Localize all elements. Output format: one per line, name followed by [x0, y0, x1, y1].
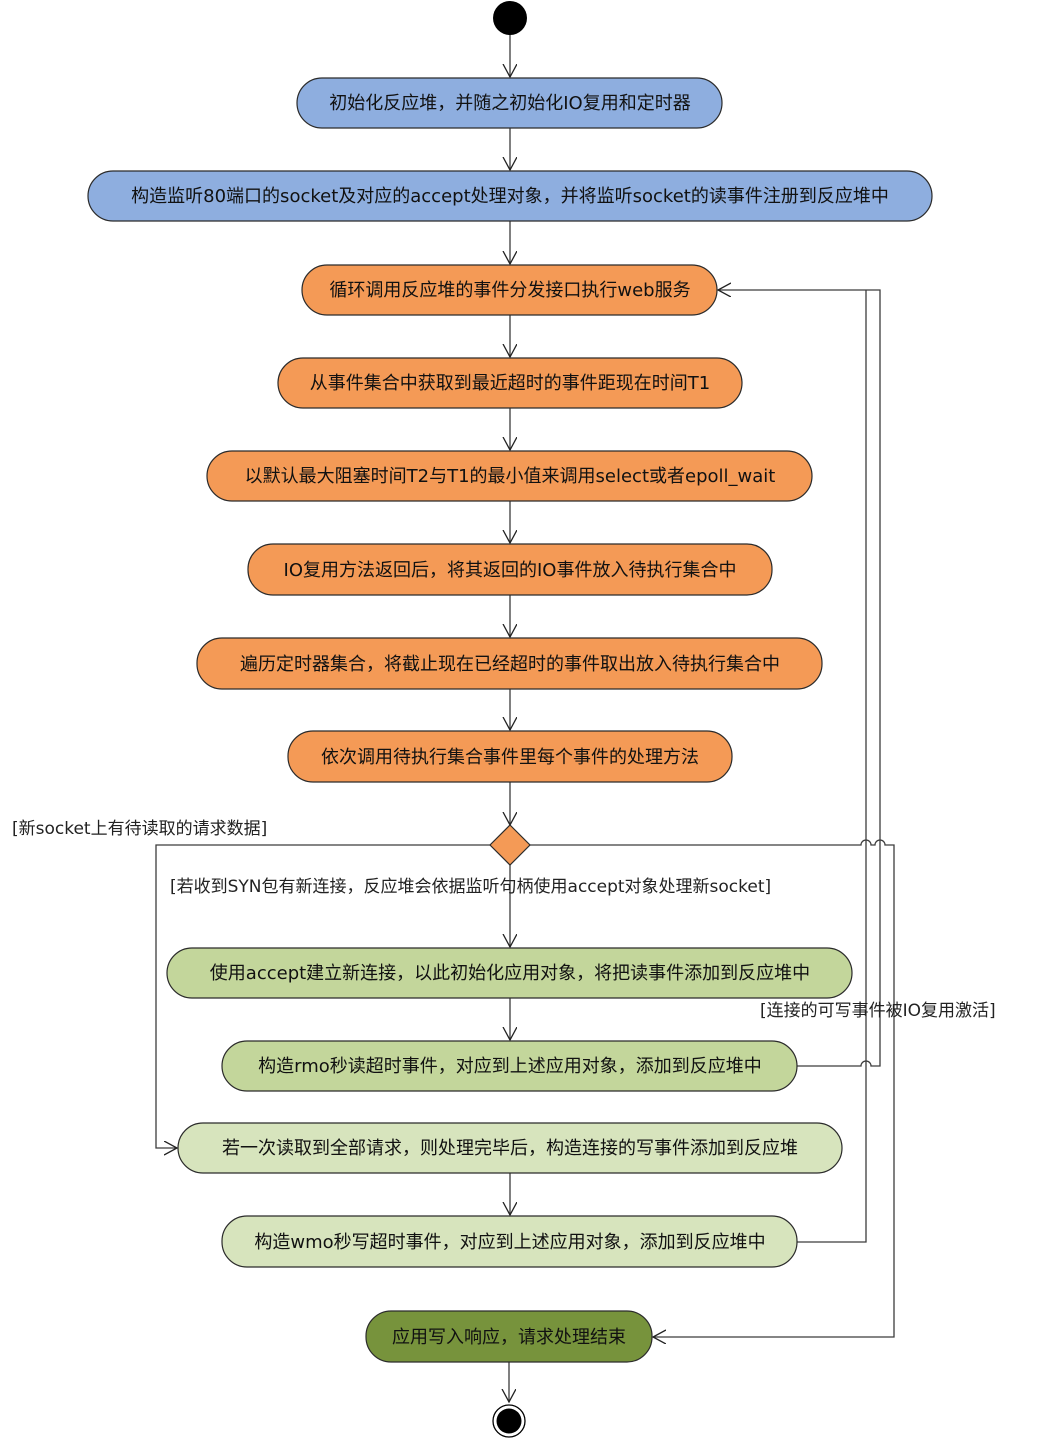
node-label: 应用写入响应，请求处理结束 [392, 1327, 626, 1348]
action-node-read-timeout: 构造rmo秒读超时事件，对应到上述应用对象，添加到反应堆中 [221, 1040, 798, 1092]
action-node-loop: 循环调用反应堆的事件分发接口执行web服务 [301, 264, 718, 316]
action-node-process: 若一次读取到全部请求，则处理完毕后，构造连接的写事件添加到反应堆 [177, 1122, 843, 1174]
edge-write-timeout-loop [797, 290, 867, 1243]
node-label: IO复用方法返回后，将其返回的IO事件放入待执行集合中 [284, 560, 737, 581]
node-label: 循环调用反应堆的事件分发接口执行web服务 [329, 280, 690, 301]
guard-label-new-data: [新socket上有待读取的请求数据] [12, 819, 267, 839]
edge-decision-respond [530, 839, 895, 1337]
node-label: 使用accept建立新连接，以此初始化应用对象，将把读事件添加到反应堆中 [210, 963, 810, 984]
node-label: 依次调用待执行集合事件里每个事件的处理方法 [321, 747, 699, 768]
edge-read-timeout-loop [718, 290, 881, 1067]
action-node-dispatch: 依次调用待执行集合事件里每个事件的处理方法 [287, 730, 733, 783]
action-node-respond: 应用写入响应，请求处理结束 [365, 1310, 653, 1363]
guard-label-new-connection: [若收到SYN包有新连接，反应堆会依据监听句柄使用accept对象处理新sock… [170, 876, 771, 897]
decision-node [489, 824, 531, 866]
action-node-get-t1: 从事件集合中获取到最近超时的事件距现在时间T1 [277, 357, 743, 409]
action-node-write-timeout: 构造wmo秒写超时事件，对应到上述应用对象，添加到反应堆中 [221, 1215, 798, 1268]
node-label: 初始化反应堆，并随之初始化IO复用和定时器 [329, 93, 690, 114]
flow-edges [155, 35, 895, 1402]
start-node [493, 1, 527, 35]
node-label: 构造rmo秒读超时事件，对应到上述应用对象，添加到反应堆中 [258, 1056, 762, 1077]
end-node [492, 1404, 526, 1438]
node-label: 遍历定时器集合，将截止现在已经超时的事件取出放入待执行集合中 [240, 654, 780, 675]
node-label: 构造监听80端口的socket及对应的accept处理对象，并将监听socket… [131, 186, 889, 207]
node-label: 以默认最大阻塞时间T2与T1的最小值来调用select或者epoll_wait [245, 466, 776, 487]
guard-label-writable: [连接的可写事件被IO复用激活] [760, 1001, 996, 1021]
action-node-init: 初始化反应堆，并随之初始化IO复用和定时器 [296, 77, 723, 129]
action-node-accept: 使用accept建立新连接，以此初始化应用对象，将把读事件添加到反应堆中 [166, 947, 853, 999]
node-label: 从事件集合中获取到最近超时的事件距现在时间T1 [310, 373, 710, 394]
node-label: 构造wmo秒写超时事件，对应到上述应用对象，添加到反应堆中 [254, 1232, 765, 1253]
node-label: 若一次读取到全部请求，则处理完毕后，构造连接的写事件添加到反应堆 [222, 1138, 798, 1159]
action-node-io-ready: IO复用方法返回后，将其返回的IO事件放入待执行集合中 [247, 543, 773, 596]
action-node-listen: 构造监听80端口的socket及对应的accept处理对象，并将监听socket… [87, 170, 933, 222]
action-node-select: 以默认最大阻塞时间T2与T1的最小值来调用select或者epoll_wait [206, 450, 813, 502]
edge-decision-process [155, 844, 490, 1148]
action-node-timers: 遍历定时器集合，将截止现在已经超时的事件取出放入待执行集合中 [196, 637, 823, 690]
